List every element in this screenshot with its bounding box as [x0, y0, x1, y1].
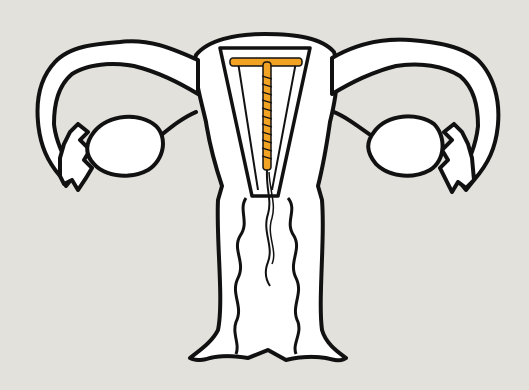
left-ovary — [87, 117, 163, 176]
right-ovary — [368, 116, 442, 175]
